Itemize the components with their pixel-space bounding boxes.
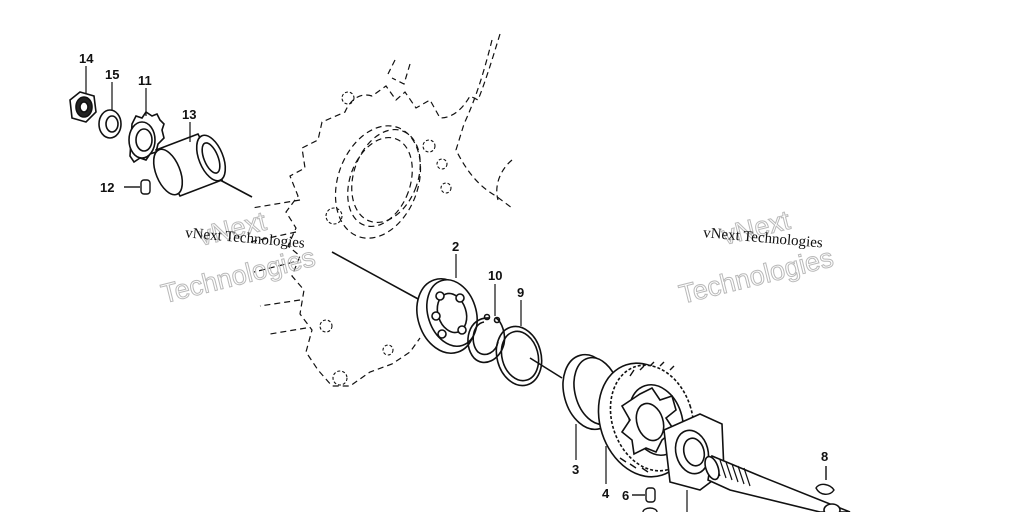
watermark-left: vNext Technologies vNext Technologies bbox=[158, 205, 319, 309]
callout-13: 13 bbox=[182, 107, 196, 122]
callout-9: 9 bbox=[517, 285, 524, 300]
watermark-left-word: Technologies bbox=[158, 242, 318, 309]
part-10-snap-ring bbox=[467, 313, 506, 364]
part-11-drive-gear bbox=[128, 110, 165, 164]
part-8-woodruff-key bbox=[815, 466, 835, 495]
part-7-threaded-shaft bbox=[704, 454, 851, 512]
part-6-small-pin bbox=[632, 487, 658, 512]
callout-6: 6 bbox=[622, 488, 629, 503]
leader-lines bbox=[85, 66, 688, 512]
callout-4: 4 bbox=[602, 486, 610, 501]
callout-10: 10 bbox=[488, 268, 502, 283]
part-15-washer bbox=[98, 109, 122, 139]
callout-8: 8 bbox=[821, 449, 828, 464]
watermark-right: vNext Technologies vNext Technologies bbox=[676, 204, 837, 310]
callout-3: 3 bbox=[572, 462, 579, 477]
watermark-right-word: Technologies bbox=[676, 242, 836, 309]
callout-14: 14 bbox=[79, 51, 94, 66]
part-13-sleeve bbox=[152, 132, 227, 198]
callout-2: 2 bbox=[452, 239, 459, 254]
part-9-o-ring bbox=[495, 325, 543, 387]
part-14-hex-nut bbox=[69, 91, 97, 123]
callout-11: 11 bbox=[138, 73, 152, 88]
part-12-pin bbox=[124, 179, 151, 195]
housing-boss bbox=[334, 125, 422, 239]
housing-mounting-holes bbox=[319, 91, 452, 386]
callout-15: 15 bbox=[105, 67, 119, 82]
housing-outline bbox=[249, 33, 513, 387]
callout-numbers: 14 15 11 13 12 2 10 9 3 4 6 8 bbox=[79, 51, 828, 503]
part-2-ball-bearing bbox=[416, 278, 478, 354]
callout-12: 12 bbox=[100, 180, 114, 195]
